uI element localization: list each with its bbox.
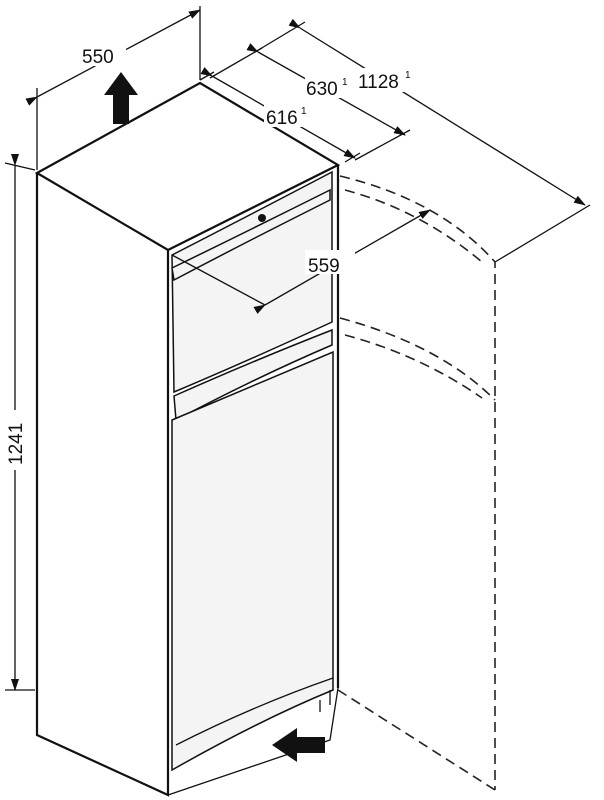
- fridge-door-handle: [173, 328, 333, 422]
- airflow-in-arrow-icon: [272, 728, 325, 762]
- dimension-width: 550: [25, 6, 201, 170]
- depth-616-label: 616: [266, 108, 298, 129]
- door-swing-outline: [337, 175, 496, 791]
- svg-text:1: 1: [342, 77, 348, 88]
- depth-open-label: 1128: [358, 72, 399, 93]
- height-label: 1241: [6, 423, 27, 465]
- depth-630-label: 630: [306, 79, 338, 100]
- door-lock: [258, 214, 266, 222]
- width-label: 550: [82, 47, 114, 68]
- inner-width-label: 559: [308, 256, 340, 277]
- svg-text:1: 1: [405, 70, 411, 81]
- fridge-body: [34, 81, 341, 797]
- ventilation-up-arrow-icon: [104, 72, 138, 124]
- svg-text:1: 1: [301, 106, 307, 117]
- fridge-door: [171, 350, 334, 772]
- dimension-depth-open: 1128 1: [254, 18, 591, 263]
- dimension-height: 1241: [4, 154, 36, 691]
- dimension-inner-width: 559: [171, 209, 431, 314]
- side-face: [35, 173, 170, 797]
